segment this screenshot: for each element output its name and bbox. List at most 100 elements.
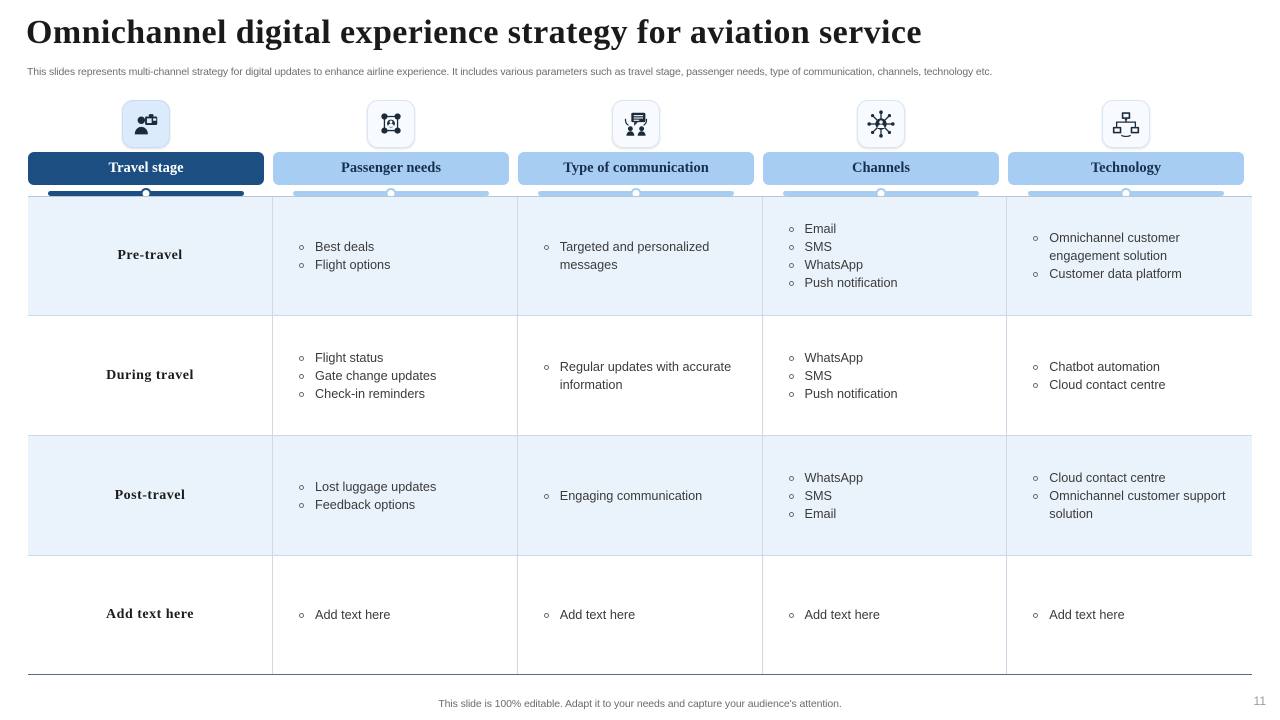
- list-type-of-communication: Add text here: [528, 606, 752, 624]
- table-bottom-border: [28, 674, 1252, 675]
- list-item: Gate change updates: [299, 367, 507, 385]
- list-item: Flight options: [299, 256, 507, 274]
- list-item: Customer data platform: [1033, 265, 1242, 283]
- chat-between-people-icon: [612, 100, 660, 148]
- column-pill-passenger-needs[interactable]: Passenger needs: [273, 152, 509, 185]
- list-item: Feedback options: [299, 496, 507, 514]
- list-item: WhatsApp: [788, 469, 997, 487]
- list-item: Add text here: [1033, 606, 1242, 624]
- column-header-channels[interactable]: Channels: [763, 100, 999, 199]
- list-item: Omnichannel customer support solution: [1033, 487, 1242, 523]
- column-header-row: Travel stage Passenger needs: [28, 100, 1252, 199]
- list-item: WhatsApp: [788, 349, 997, 367]
- list-type-of-communication: Regular updates with accurate informatio…: [528, 358, 752, 394]
- list-type-of-communication: Targeted and personalized messages: [528, 238, 752, 274]
- cell-technology: Add text here: [1007, 556, 1252, 674]
- list-item: SMS: [788, 487, 997, 505]
- list-type-of-communication: Engaging communication: [528, 487, 752, 505]
- list-item: Flight status: [299, 349, 507, 367]
- table-row: Add text here Add text here Add text her…: [28, 556, 1252, 674]
- page-title: Omnichannel digital experience strategy …: [26, 14, 922, 51]
- table-divider: [28, 315, 1252, 316]
- column-pill-technology[interactable]: Technology: [1008, 152, 1244, 185]
- list-item: Cloud contact centre: [1033, 376, 1242, 394]
- traveler-with-luggage-icon: [122, 100, 170, 148]
- page-subtitle: This slides represents multi-channel str…: [27, 66, 993, 78]
- list-technology: Add text here: [1017, 606, 1242, 624]
- list-item: Cloud contact centre: [1033, 469, 1242, 487]
- list-passenger-needs: Add text here: [283, 606, 507, 624]
- list-item: Push notification: [788, 385, 997, 403]
- page-number: 11: [1253, 694, 1266, 708]
- stage-label: During travel: [106, 367, 194, 383]
- list-channels: Add text here: [773, 606, 997, 624]
- network-people-icon: [367, 100, 415, 148]
- list-item: WhatsApp: [788, 256, 997, 274]
- column-header-passenger-needs[interactable]: Passenger needs: [273, 100, 509, 199]
- table-top-border: [28, 196, 1252, 197]
- list-item: SMS: [788, 367, 997, 385]
- list-item: Engaging communication: [543, 487, 752, 505]
- column-pill-channels[interactable]: Channels: [763, 152, 999, 185]
- cell-technology: Omnichannel customer engagement solution…: [1007, 197, 1252, 315]
- list-item: SMS: [788, 238, 997, 256]
- hub-spoke-person-icon: [857, 100, 905, 148]
- cell-stage: Add text here: [28, 556, 273, 674]
- list-item: Omnichannel customer engagement solution: [1033, 229, 1242, 265]
- list-item: Push notification: [788, 274, 997, 292]
- list-item: Add text here: [299, 606, 507, 624]
- list-technology: Omnichannel customer engagement solution…: [1017, 229, 1242, 283]
- column-header-type-of-communication[interactable]: Type of communication: [518, 100, 754, 199]
- cell-type-of-communication: Add text here: [518, 556, 763, 674]
- list-item: Best deals: [299, 238, 507, 256]
- list-item: Email: [788, 220, 997, 238]
- connected-computers-icon: [1102, 100, 1150, 148]
- table-divider: [28, 435, 1252, 436]
- list-item: Check-in reminders: [299, 385, 507, 403]
- footer-note: This slide is 100% editable. Adapt it to…: [438, 698, 842, 710]
- cell-stage: Pre-travel: [28, 197, 273, 315]
- list-item: Add text here: [543, 606, 752, 624]
- cell-stage: Post-travel: [28, 436, 273, 555]
- column-header-travel-stage[interactable]: Travel stage: [28, 100, 264, 199]
- list-item: Chatbot automation: [1033, 358, 1242, 376]
- list-item: Add text here: [788, 606, 997, 624]
- column-header-technology[interactable]: Technology: [1008, 100, 1244, 199]
- stage-label: Pre-travel: [117, 248, 183, 263]
- cell-type-of-communication: Regular updates with accurate informatio…: [518, 316, 763, 435]
- list-item: Targeted and personalized messages: [543, 238, 752, 274]
- cell-channels: Add text here: [763, 556, 1008, 674]
- cell-type-of-communication: Targeted and personalized messages: [518, 197, 763, 315]
- stage-label: Post-travel: [114, 487, 186, 503]
- list-item: Email: [788, 505, 997, 523]
- cell-type-of-communication: Engaging communication: [518, 436, 763, 555]
- stage-label: Add text here: [106, 607, 194, 622]
- cell-stage: During travel: [28, 316, 273, 435]
- table-divider: [28, 555, 1252, 556]
- cell-passenger-needs: Add text here: [273, 556, 518, 674]
- column-pill-travel-stage[interactable]: Travel stage: [28, 152, 264, 185]
- column-pill-type-of-communication[interactable]: Type of communication: [518, 152, 754, 185]
- list-item: Lost luggage updates: [299, 478, 507, 496]
- list-item: Regular updates with accurate informatio…: [543, 358, 752, 394]
